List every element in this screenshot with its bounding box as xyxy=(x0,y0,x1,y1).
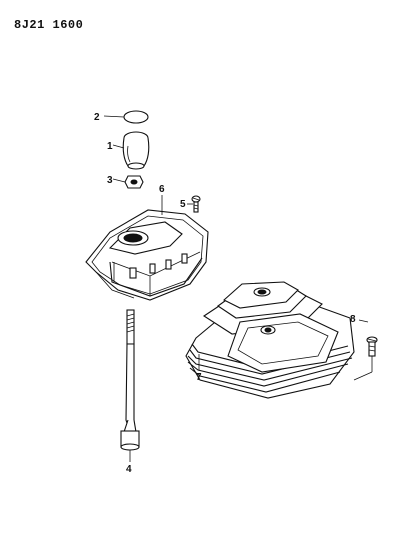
part-shift-boot xyxy=(185,281,355,399)
part-screw-small xyxy=(187,195,201,213)
callout-6: 6 xyxy=(159,184,165,195)
callout-1: 1 xyxy=(107,141,113,152)
diagram-code: 8J21 1600 xyxy=(14,18,84,32)
part-nut xyxy=(112,175,144,189)
callout-8: 8 xyxy=(350,314,356,325)
callout-7: 7 xyxy=(196,372,202,383)
part-cap xyxy=(103,110,149,124)
part-shift-knob xyxy=(112,131,150,170)
part-shift-lever xyxy=(120,309,140,462)
callout-3: 3 xyxy=(107,175,113,186)
callout-4: 4 xyxy=(126,464,132,475)
callout-5: 5 xyxy=(180,199,186,210)
callout-2: 2 xyxy=(94,112,100,123)
part-shift-housing xyxy=(85,195,209,301)
part-screw xyxy=(353,319,378,381)
